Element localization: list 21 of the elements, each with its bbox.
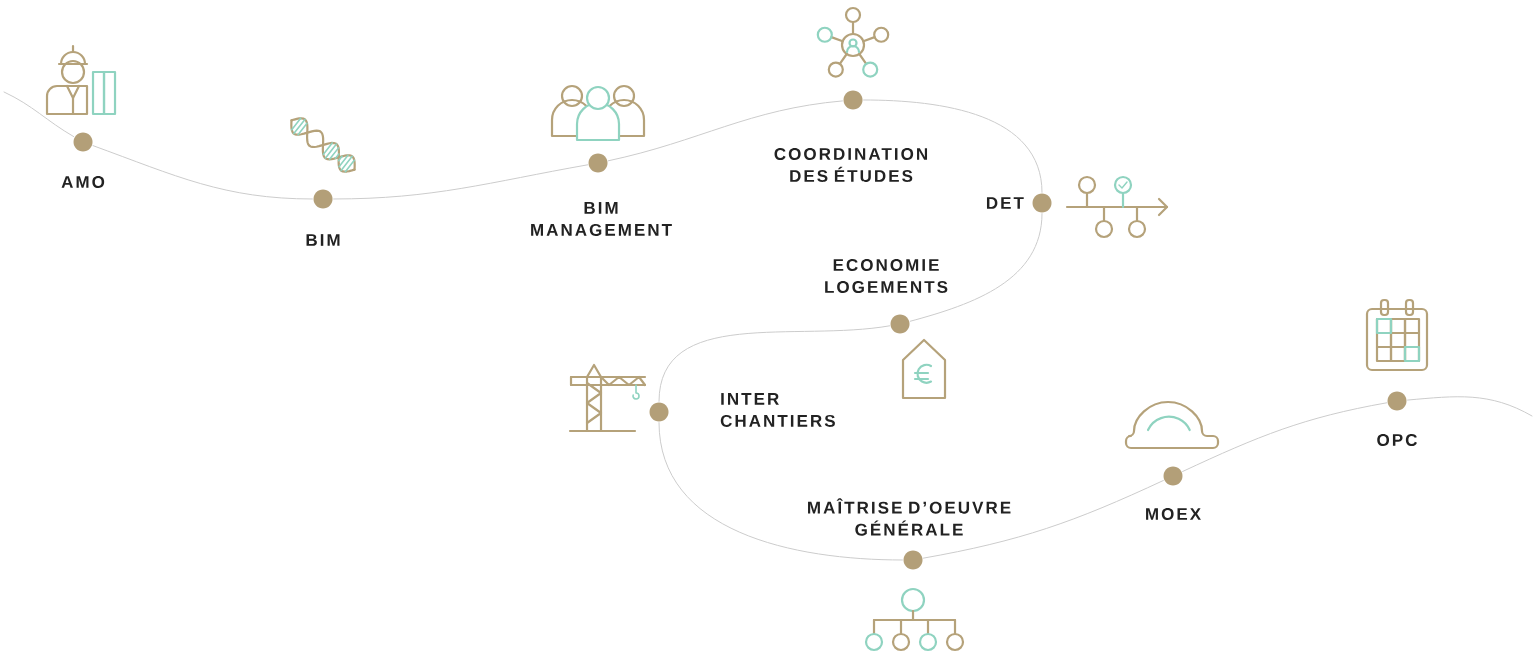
- timeline-curve: [658, 422, 903, 561]
- stage-label: MOEX: [1146, 507, 1201, 520]
- stage-label: MAÎTRISE D’OEUVRE GÉNÉRALE: [808, 498, 1011, 536]
- timeline-curve: [3, 91, 75, 138]
- timeline-curve: [658, 325, 891, 402]
- timeline-curve: [922, 479, 1164, 559]
- timeline-curve: [909, 213, 1043, 322]
- stage-label: ECONOMIE LOGEMENTS: [825, 258, 948, 293]
- stage-label: BIM: [306, 234, 340, 246]
- stage-label: BIM MANAGEMENT: [531, 202, 672, 236]
- stage-label: DET: [986, 197, 1024, 209]
- timeline-curve: [333, 164, 589, 200]
- timeline-curve: [863, 99, 1043, 193]
- timeline-curve: [1407, 396, 1533, 417]
- stage-label: AMO: [61, 175, 105, 188]
- stage-label: OPC: [1377, 433, 1417, 446]
- timeline-curve: [607, 100, 843, 162]
- stage-label: INTER CHANTIERS: [720, 393, 835, 427]
- timeline-curve: [92, 145, 313, 200]
- timeline-curve: [1182, 402, 1388, 472]
- stage-label: COORDINATION DES ÉTUDES: [774, 147, 927, 182]
